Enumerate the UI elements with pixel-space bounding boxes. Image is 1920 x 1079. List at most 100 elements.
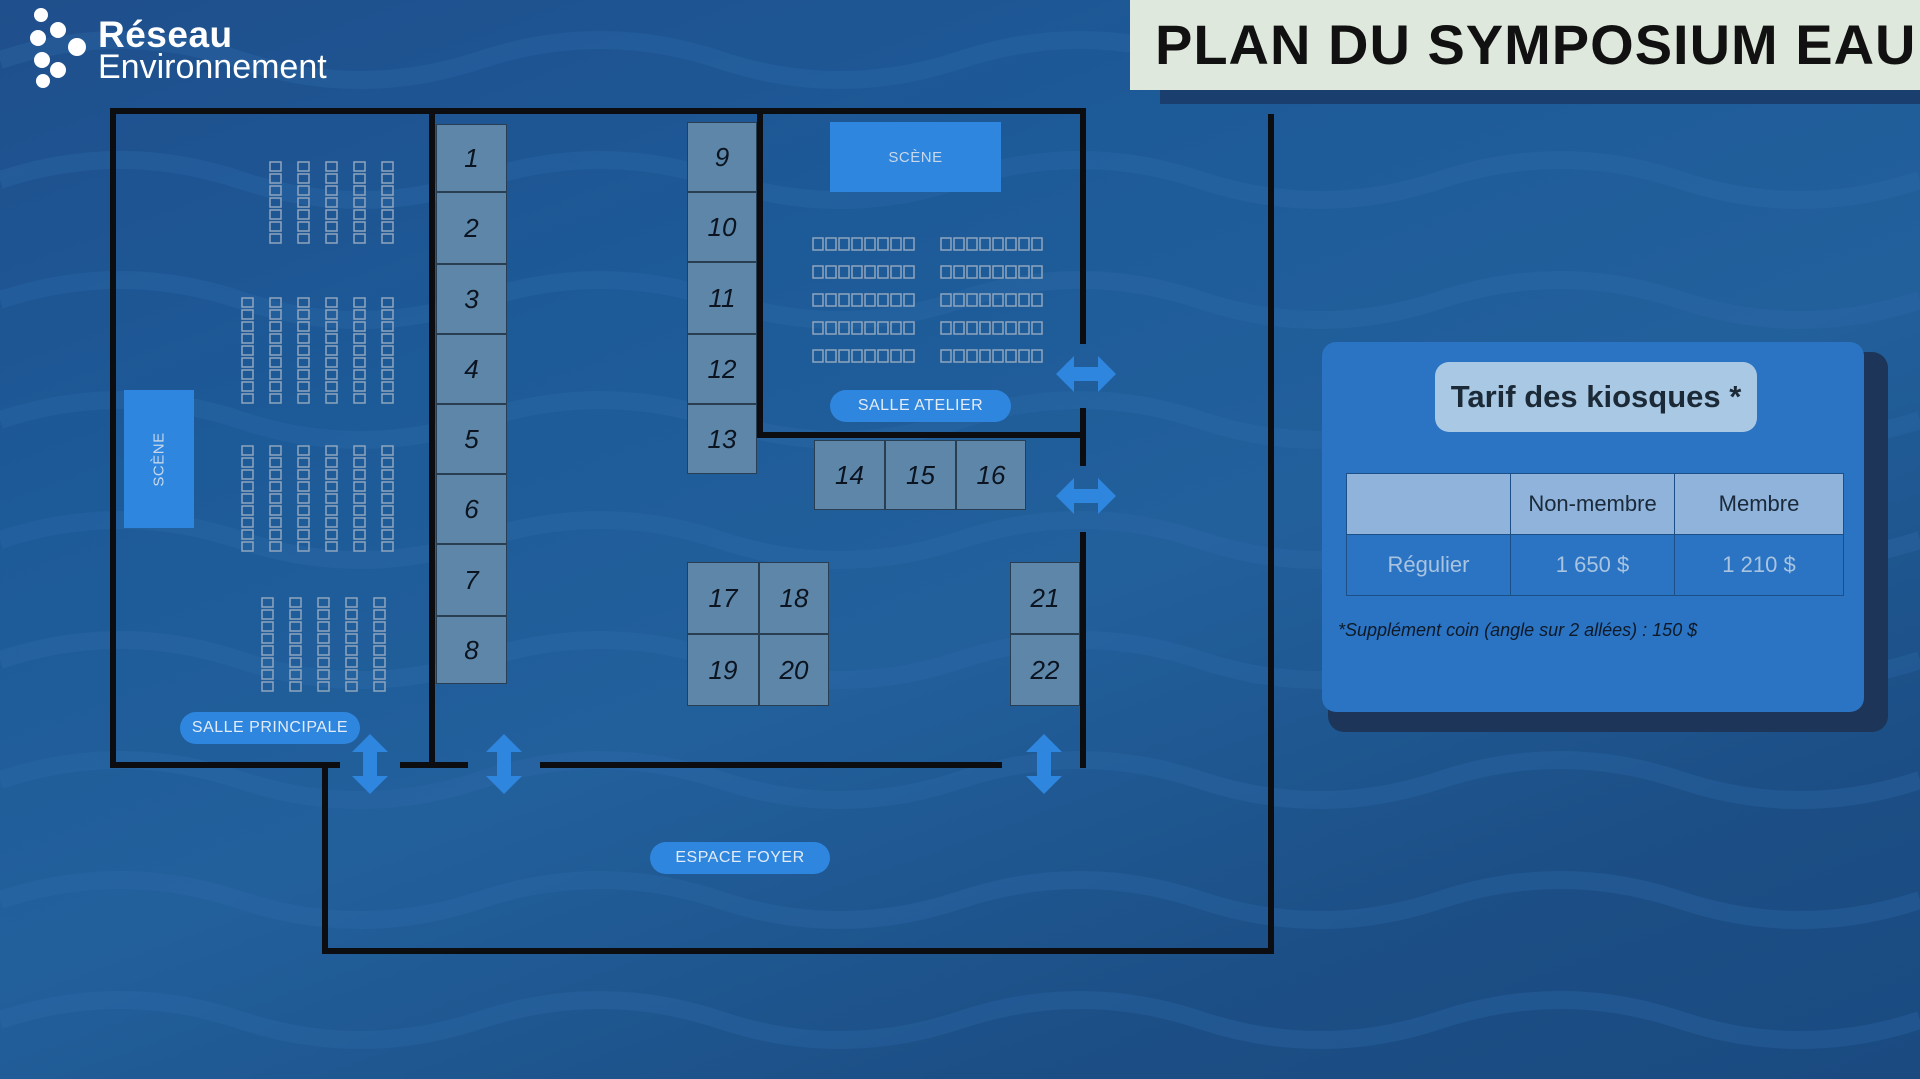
chair: [261, 609, 274, 620]
page-title: PLAN DU SYMPOSIUM EAU: [1155, 13, 1917, 76]
chair: [289, 645, 302, 656]
chair: [812, 237, 824, 251]
chair: [289, 657, 302, 668]
chair: [269, 161, 282, 172]
booth-17[interactable]: 17: [687, 562, 759, 634]
chair: [345, 621, 358, 632]
chair: [297, 541, 310, 552]
chair: [825, 237, 837, 251]
chair: [325, 173, 338, 184]
booth-14[interactable]: 14: [814, 440, 885, 510]
chair: [325, 481, 338, 492]
logo-dot: [34, 8, 48, 22]
booth-2[interactable]: 2: [436, 192, 507, 264]
chair: [325, 541, 338, 552]
chair: [890, 265, 902, 279]
chair: [269, 393, 282, 404]
chair: [381, 481, 394, 492]
chair: [353, 185, 366, 196]
chair: [353, 321, 366, 332]
booth-21[interactable]: 21: [1010, 562, 1080, 634]
chair: [381, 505, 394, 516]
chair: [979, 349, 991, 363]
chair: [353, 333, 366, 344]
chair: [877, 237, 889, 251]
chair: [992, 321, 1004, 335]
chair: [345, 669, 358, 680]
chair: [269, 457, 282, 468]
chair: [241, 517, 254, 528]
booth-22[interactable]: 22: [1010, 634, 1080, 706]
chair: [1005, 349, 1017, 363]
chair: [297, 457, 310, 468]
chair: [940, 321, 952, 335]
chair: [345, 657, 358, 668]
chair: [289, 621, 302, 632]
chair: [381, 297, 394, 308]
workshop-seating: [812, 237, 1043, 363]
booth-4[interactable]: 4: [436, 334, 507, 404]
booth-11[interactable]: 11: [687, 262, 757, 334]
chair: [317, 621, 330, 632]
chair: [241, 445, 254, 456]
chair: [381, 173, 394, 184]
chair: [297, 393, 310, 404]
chair: [325, 185, 338, 196]
wall-bottom-segment: [400, 762, 468, 768]
main-room-label: SALLE PRINCIPALE: [180, 712, 360, 744]
chair: [297, 209, 310, 220]
chair: [851, 349, 863, 363]
chair: [1031, 265, 1043, 279]
chair: [966, 265, 978, 279]
chair: [825, 293, 837, 307]
chair: [325, 233, 338, 244]
booth-20[interactable]: 20: [759, 634, 829, 706]
booth-8[interactable]: 8: [436, 616, 507, 684]
chair: [269, 209, 282, 220]
chair: [353, 481, 366, 492]
booth-9[interactable]: 9: [687, 122, 757, 192]
booth-13[interactable]: 13: [687, 404, 757, 474]
booth-15[interactable]: 15: [885, 440, 956, 510]
chair: [241, 505, 254, 516]
chair: [353, 221, 366, 232]
chair: [1005, 321, 1017, 335]
workshop-stage-label: SCÈNE: [888, 148, 943, 166]
booth-12[interactable]: 12: [687, 334, 757, 404]
chair: [345, 609, 358, 620]
chair: [838, 265, 850, 279]
booth-5[interactable]: 5: [436, 404, 507, 474]
chair: [325, 333, 338, 344]
door-arrow-icon: [486, 734, 522, 794]
chair: [953, 293, 965, 307]
chair: [269, 445, 282, 456]
chair: [353, 517, 366, 528]
chair: [269, 505, 282, 516]
booth-10[interactable]: 10: [687, 192, 757, 262]
chair: [877, 349, 889, 363]
booth-16[interactable]: 16: [956, 440, 1026, 510]
chair: [269, 529, 282, 540]
chair: [241, 369, 254, 380]
booth-3[interactable]: 3: [436, 264, 507, 334]
chair: [325, 221, 338, 232]
chair: [353, 541, 366, 552]
booth-7[interactable]: 7: [436, 544, 507, 616]
chair: [979, 265, 991, 279]
chair: [241, 457, 254, 468]
chair: [325, 309, 338, 320]
chair: [269, 297, 282, 308]
chair: [940, 349, 952, 363]
chair: [851, 321, 863, 335]
chair: [966, 321, 978, 335]
chair: [353, 233, 366, 244]
booth-18[interactable]: 18: [759, 562, 829, 634]
pricing-note: *Supplément coin (angle sur 2 allées) : …: [1338, 620, 1698, 640]
booth-6[interactable]: 6: [436, 474, 507, 544]
chair: [992, 237, 1004, 251]
chair: [297, 493, 310, 504]
chair: [269, 185, 282, 196]
logo-dot: [50, 62, 66, 78]
booth-19[interactable]: 19: [687, 634, 759, 706]
booth-1[interactable]: 1: [436, 124, 507, 192]
